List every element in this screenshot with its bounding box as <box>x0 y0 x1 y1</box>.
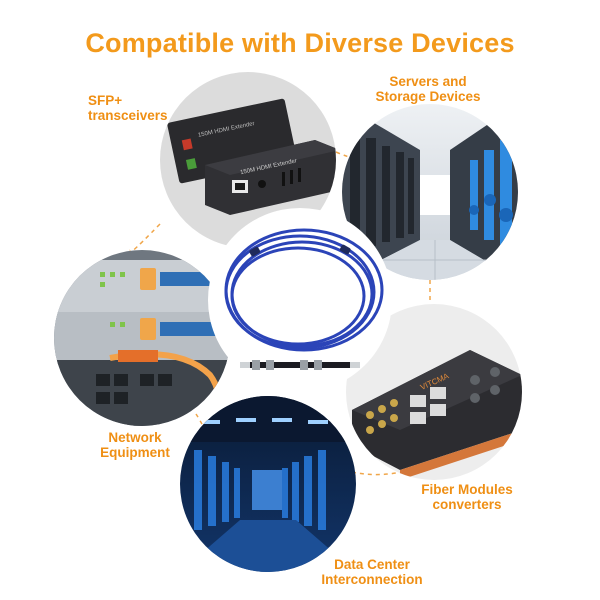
fiber-cable-image <box>208 208 392 392</box>
data-center-image <box>180 396 356 572</box>
label-sfp-transceivers: SFP+ transceivers <box>88 93 168 123</box>
label-fiber-modules: Fiber Modules converters <box>421 482 513 512</box>
label-servers-storage: Servers and Storage Devices <box>375 74 481 104</box>
servers-storage-image <box>342 104 518 280</box>
extender-device-front: 150M HDMI Extender <box>205 140 336 215</box>
page-title: Compatible with Diverse Devices <box>85 28 515 58</box>
label-data-center: Data Center Interconnection <box>321 557 423 587</box>
fc-connectors <box>240 360 360 370</box>
label-network-equipment: Network Equipment <box>100 430 170 460</box>
network-equipment-image <box>54 250 230 426</box>
